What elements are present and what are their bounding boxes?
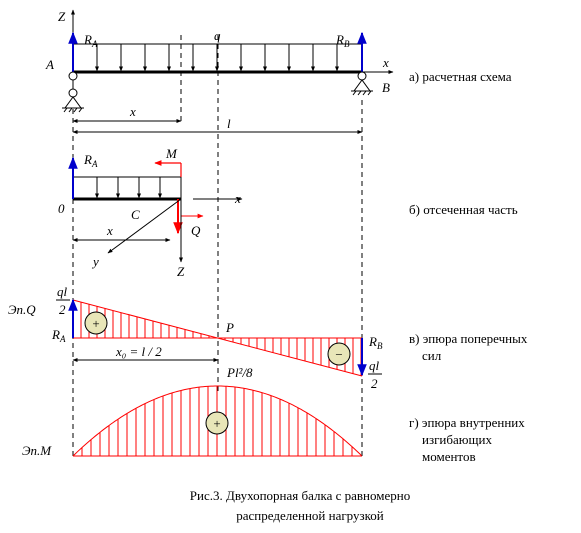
figure-caption-line2: распределенной нагрузкой xyxy=(236,508,384,523)
shear-epure: Эп.Q ql 2 RA P RB ql 2 + − x₀ = l / 2 в)… xyxy=(8,284,528,391)
shear-caption-line2: сил xyxy=(422,348,442,363)
shear-minus-text: − xyxy=(335,347,342,362)
scheme-caption: а) расчетная схема xyxy=(409,69,512,84)
reaction-b-symbol: R xyxy=(335,32,344,47)
shear-ra-label: RA xyxy=(51,327,66,344)
cut-y-axis-label: y xyxy=(91,254,99,269)
minus-sign-icon: − xyxy=(327,342,351,366)
reaction-a-sub: A xyxy=(91,39,98,49)
moment-caption-line2: изгибающих xyxy=(422,432,492,447)
shear-ql2-top: ql xyxy=(369,358,380,373)
shear-rb-label: RB xyxy=(368,334,383,351)
shear-rb-symbol: R xyxy=(368,334,377,349)
point-b-label: B xyxy=(382,80,390,95)
shear-epure-label: Эп.Q xyxy=(8,302,36,317)
plus-sign-icon: + xyxy=(205,411,229,435)
moment-caption-line1: г) эпюра внутренних xyxy=(409,415,525,430)
dim-x-label: x xyxy=(129,104,136,119)
reaction-a-label: RA xyxy=(83,32,98,49)
distributed-load xyxy=(95,44,339,72)
roller-support-icon xyxy=(351,71,373,96)
moment-label: M xyxy=(165,146,178,161)
shear-caption-line1: в) эпюра поперечных xyxy=(409,331,528,346)
reaction-a-symbol: R xyxy=(83,32,92,47)
shear-ql2-bottom: 2 xyxy=(371,376,378,391)
moment-parabola xyxy=(72,385,362,457)
z-axis-label: Z xyxy=(58,9,66,24)
shear-ra-sub: A xyxy=(59,334,66,344)
cut-reaction-label: RA xyxy=(83,152,98,169)
reaction-b-label: RB xyxy=(335,32,350,49)
cut-reaction-symbol: R xyxy=(83,152,92,167)
moment-max-label: Pl²/8 xyxy=(226,365,253,380)
guide-lines xyxy=(72,35,363,460)
moment-epure: Эп.M Pl²/8 + г) эпюра внутренних изгибаю… xyxy=(22,365,525,464)
moment-caption-line3: моментов xyxy=(422,449,476,464)
load-q-label: q xyxy=(214,28,221,43)
design-scheme: Z q x RA RB A B xyxy=(45,9,512,134)
point-a-label: A xyxy=(45,57,54,72)
moment-plus-text: + xyxy=(213,416,220,431)
cut-distributed-load xyxy=(95,177,162,199)
point-c-label: C xyxy=(131,207,140,222)
pin-support-icon xyxy=(62,71,84,113)
plus-sign-icon: + xyxy=(84,311,108,335)
x0-dim-label: x₀ = l / 2 xyxy=(115,344,162,359)
origin-label: 0 xyxy=(58,201,65,216)
figure-caption-line1: Рис.3. Двухопорная балка с равномерно xyxy=(190,488,410,503)
cut-y-axis xyxy=(107,198,182,254)
shear-force-label: Q xyxy=(191,223,201,238)
x-axis-label: x xyxy=(382,55,389,70)
shear-rb-sub: B xyxy=(377,341,383,351)
cut-part: RA M Q x Z y 0 C x б) отсеченная часть xyxy=(58,146,518,279)
dim-l-label: l xyxy=(227,116,231,131)
shear-ql-top: ql xyxy=(57,284,68,299)
cut-x-axis-label: x xyxy=(234,191,241,206)
shear-diagonal xyxy=(72,299,363,377)
moment-epure-label: Эп.M xyxy=(22,443,52,458)
shear-plus-text: + xyxy=(92,316,99,331)
shear-ql-bottom: 2 xyxy=(59,302,66,317)
cut-dim-x-label: x xyxy=(106,223,113,238)
cut-z-axis-label: Z xyxy=(177,264,185,279)
point-p-label: P xyxy=(225,320,234,335)
cut-caption: б) отсеченная часть xyxy=(409,202,518,217)
reaction-b-sub: B xyxy=(344,39,350,49)
cut-reaction-sub: A xyxy=(91,159,98,169)
shear-ra-symbol: R xyxy=(51,327,60,342)
